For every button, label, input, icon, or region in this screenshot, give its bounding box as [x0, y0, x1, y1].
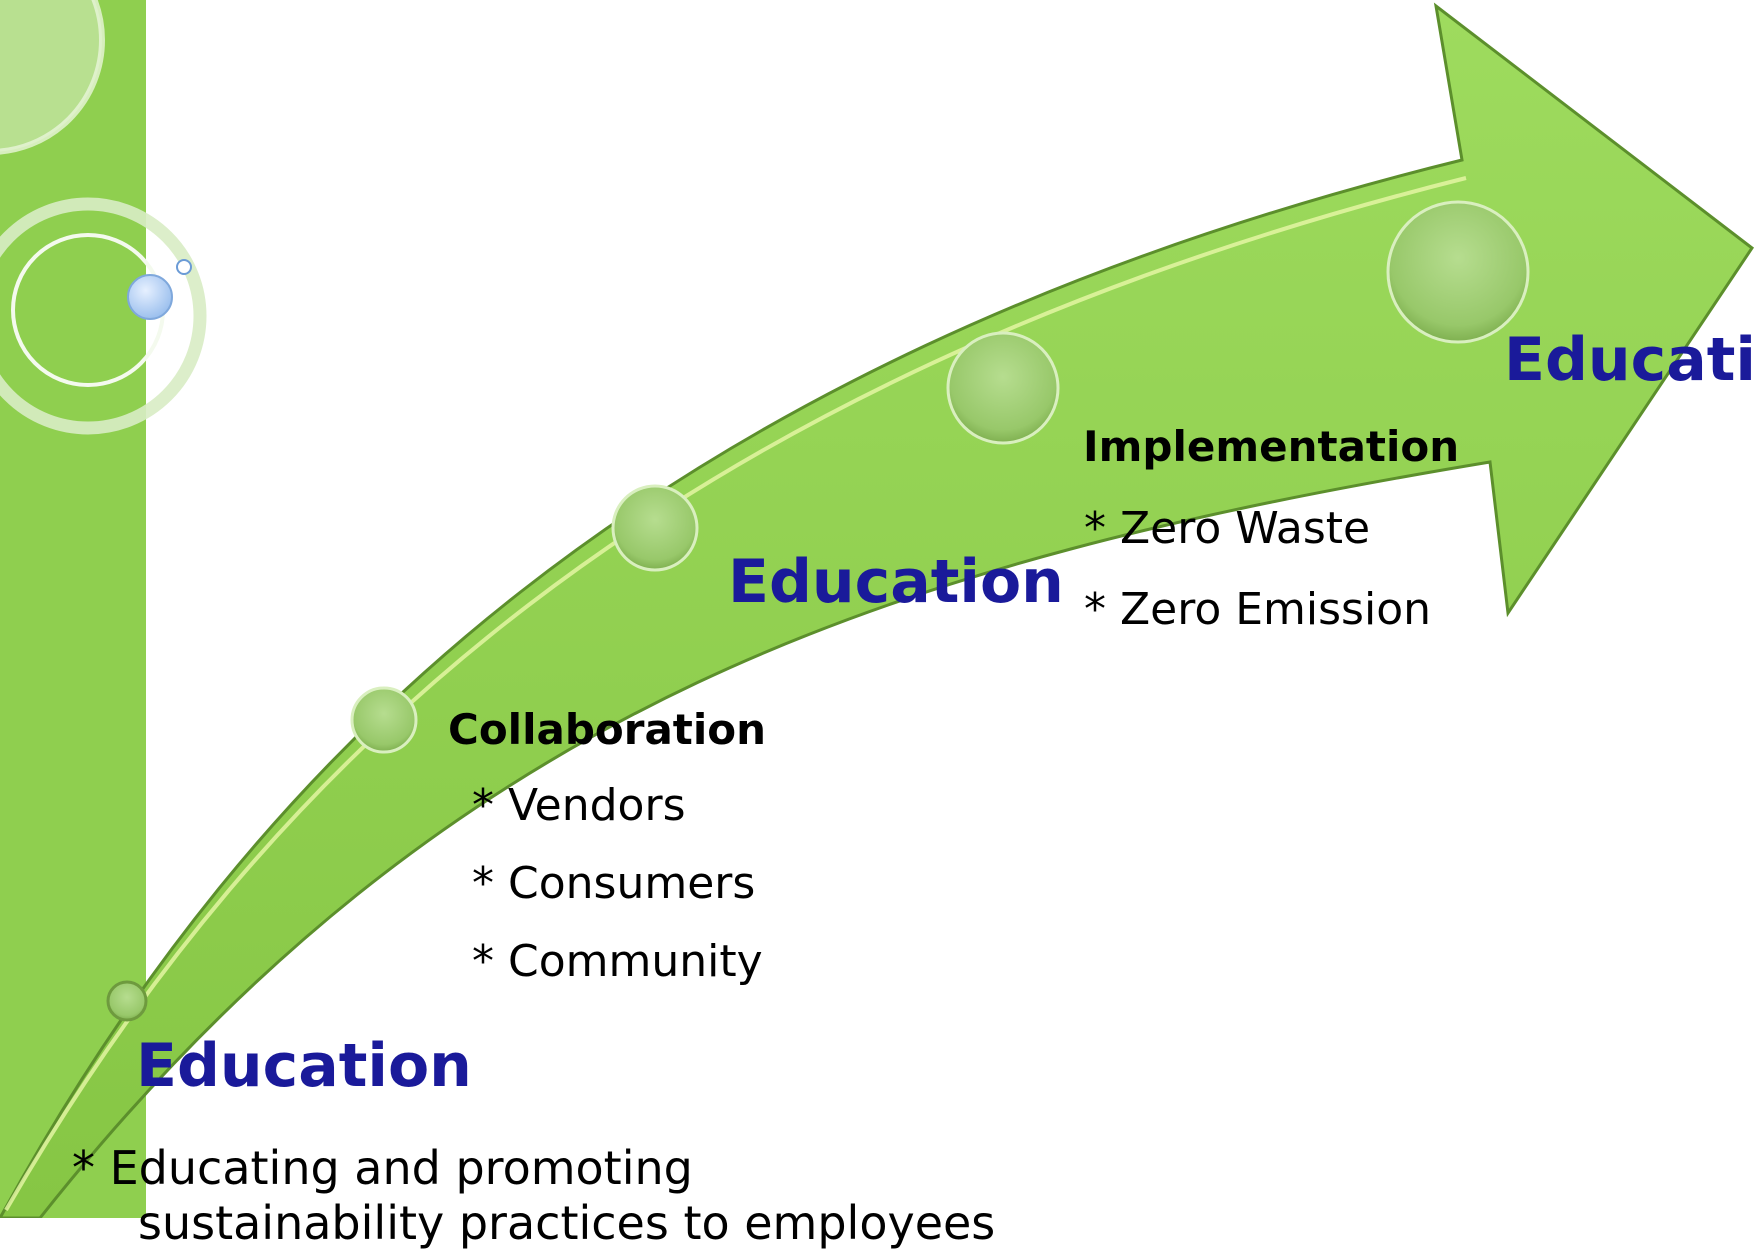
stage1-heading: Education: [136, 1031, 472, 1101]
blue-bubble-large: [127, 274, 173, 320]
stage5-heading: Education: [1504, 325, 1758, 395]
stage-bubble-3: [611, 484, 699, 572]
growth-arrow-diagram: [0, 0, 1755, 1218]
decorative-rings: [0, 0, 207, 435]
stage4-item-2: * Zero Emission: [1084, 584, 1431, 635]
stage4-heading: Implementation: [1083, 422, 1460, 471]
stage1-item-2: sustainability practices to employees: [138, 1196, 996, 1250]
stage-bubble-4: [946, 331, 1060, 445]
stage-bubbles: [106, 200, 1530, 1022]
blue-bubble-small: [176, 259, 192, 275]
stage3-heading: Education: [728, 547, 1064, 617]
stage1-item-1: * Educating and promoting: [72, 1141, 693, 1195]
stage-bubble-2: [350, 686, 418, 754]
stage-bubble-5: [1386, 200, 1530, 344]
curved-arrow: [0, 2, 1755, 1218]
stage-bubble-1: [106, 980, 148, 1022]
stage2-item-3: * Community: [472, 936, 763, 987]
stage4-item-1: * Zero Waste: [1084, 503, 1371, 554]
stage2-heading: Collaboration: [448, 705, 767, 754]
stage2-item-2: * Consumers: [472, 858, 756, 909]
stage2-item-1: * Vendors: [472, 780, 686, 831]
